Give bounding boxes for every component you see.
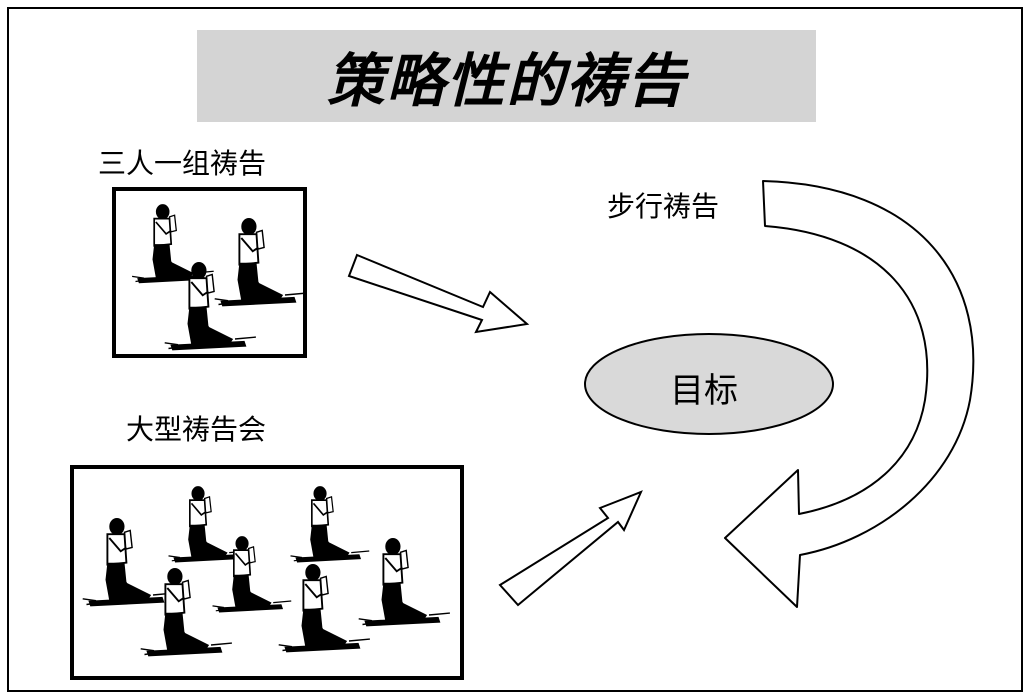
block-arrow-icon	[347, 253, 530, 334]
title-banner: 策略性的祷告	[197, 30, 816, 122]
curved-arrow-icon	[724, 180, 975, 608]
block-arrow-icon	[498, 490, 643, 607]
triad-prayer-picture	[112, 187, 307, 358]
large-prayer-meeting-picture	[70, 465, 464, 680]
large-prayer-meeting-label: 大型祷告会	[126, 413, 267, 446]
goal-ellipse	[584, 333, 834, 435]
slide-frame	[7, 7, 1023, 692]
triad-prayer-label: 三人一组祷告	[98, 147, 267, 180]
goal-label: 目标	[670, 371, 738, 411]
walk-prayer-label: 步行祷告	[607, 190, 720, 223]
page-title: 策略性的祷告	[326, 47, 687, 115]
